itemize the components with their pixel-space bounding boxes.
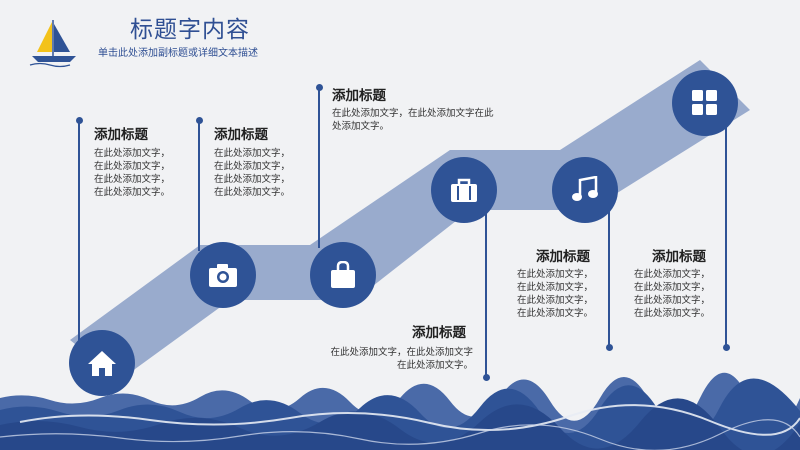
connector-dot-2 [196, 117, 203, 124]
step-3-text: 在此处添加文字，在此处添加文字在此处添加文字。 [332, 108, 494, 132]
step-3-circle[interactable] [310, 242, 376, 308]
step-1-heading: 添加标题 [94, 127, 148, 143]
step-5-text: 在此处添加文字，在此处添加文字， 在此处添加文字，在此处添加文字。 [516, 269, 593, 319]
connector-line-5 [608, 200, 610, 348]
step-3-heading: 添加标题 [332, 88, 386, 104]
connector-line-1 [78, 121, 80, 351]
step-5-circle[interactable] [552, 157, 618, 223]
step-1-text: 在此处添加文字，在此处添加文字， 在此处添加文字，在此处添加文字。 [94, 148, 171, 198]
step-4-circle[interactable] [431, 157, 497, 223]
grid-icon [692, 90, 717, 115]
music-note-icon [572, 176, 598, 201]
connector-line-6 [725, 120, 727, 348]
step-2-heading: 添加标题 [214, 127, 268, 143]
connector-dot-3 [316, 84, 323, 91]
connector-dot-6 [723, 344, 730, 351]
camera-icon [209, 264, 237, 287]
slide-title: 标题字内容 [130, 17, 250, 43]
connector-line-2 [198, 121, 200, 251]
step-2-text: 在此处添加文字，在此处添加文字， 在此处添加文字，在此处添加文字。 [214, 148, 291, 198]
connector-dot-4 [483, 374, 490, 381]
connector-dot-1 [76, 117, 83, 124]
step-2-circle[interactable] [190, 242, 256, 308]
home-icon [88, 351, 116, 376]
step-6-circle[interactable] [672, 70, 738, 136]
step-4-text: 在此处添加文字，在此处添加文字在此处添加文字。 [330, 347, 473, 371]
sailboat-logo [29, 20, 76, 68]
connector-line-3 [318, 88, 320, 248]
shopping-bag-icon [331, 261, 355, 288]
connector-line-4 [485, 200, 487, 378]
step-6-heading: 添加标题 [652, 249, 706, 265]
connector-dot-5 [606, 344, 613, 351]
step-6-text: 在此处添加文字，在此处添加文字， 在此处添加文字，在此处添加文字。 [633, 269, 710, 319]
slide-subtitle: 单击此处添加副标题或详细文本描述 [98, 48, 258, 59]
step-1-circle[interactable] [69, 330, 135, 396]
briefcase-icon [451, 178, 477, 202]
step-5-heading: 添加标题 [536, 249, 590, 265]
step-4-heading: 添加标题 [412, 325, 466, 341]
